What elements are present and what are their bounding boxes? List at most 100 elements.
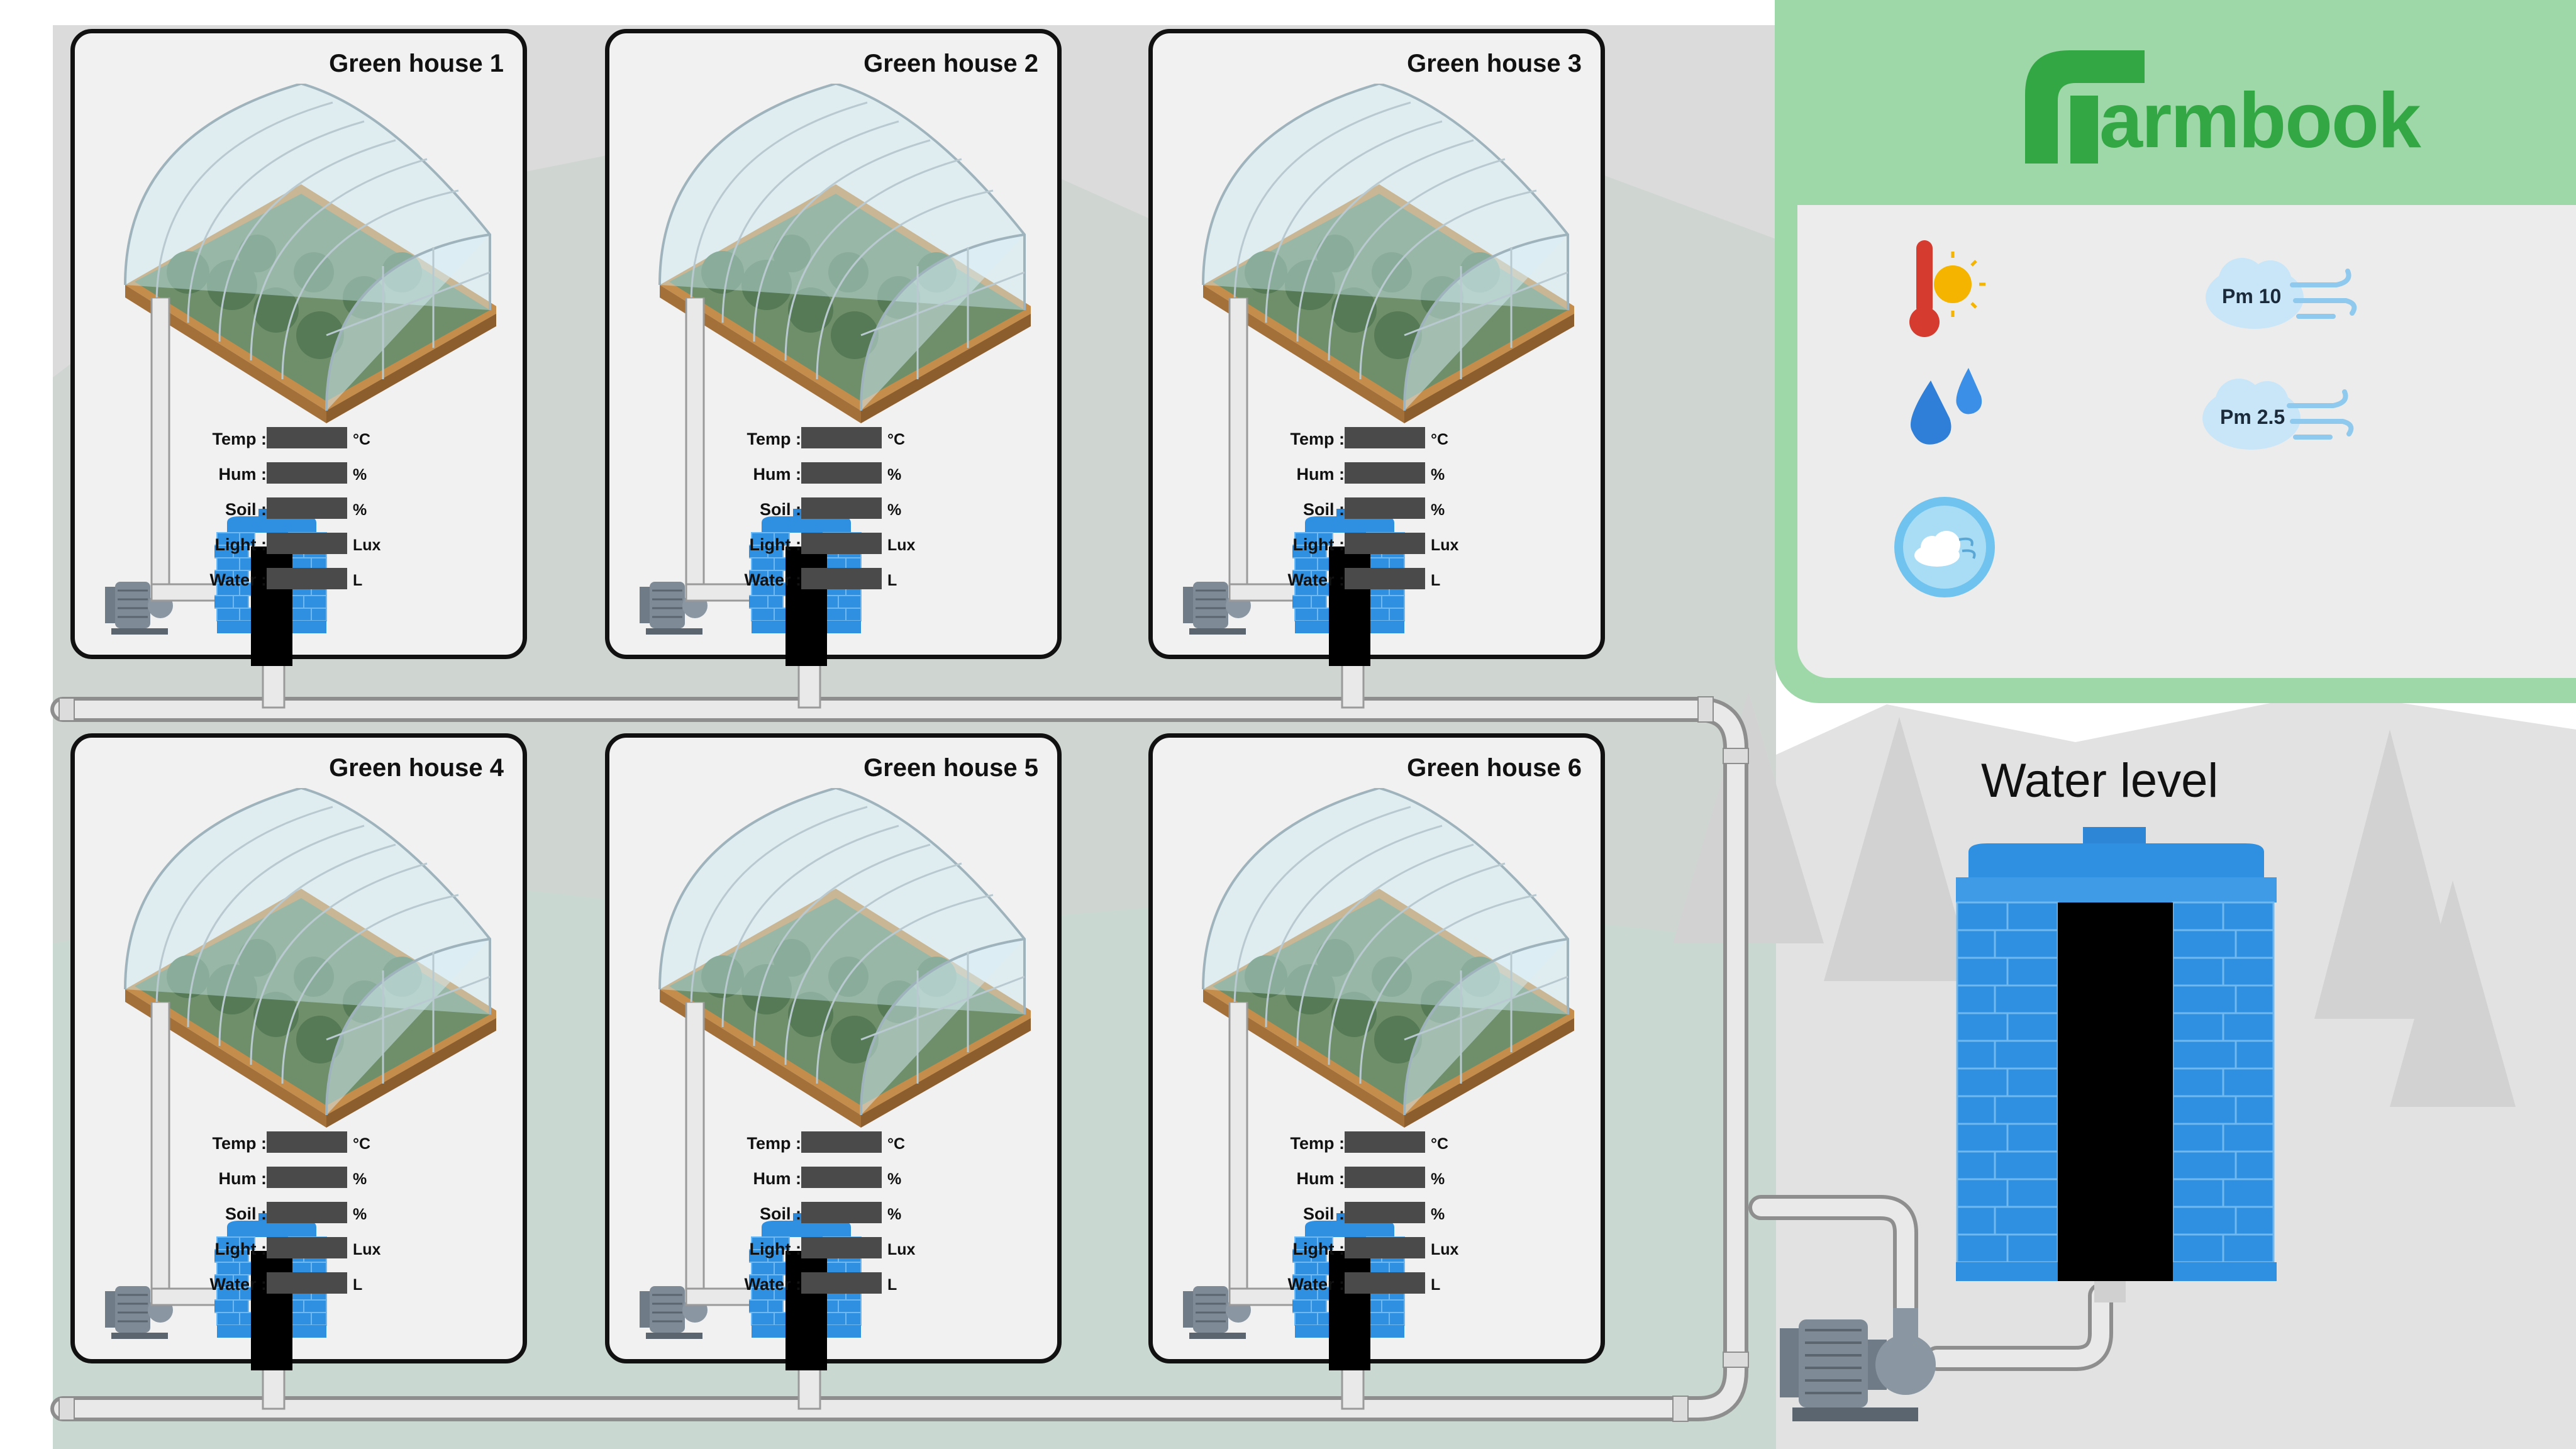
sensor-row-water: Water : L: [75, 1272, 531, 1300]
greenhouse-pump: [1183, 582, 1251, 635]
sensor-unit-light: Lux: [887, 536, 916, 554]
greenhouse-title: Green house 2: [863, 50, 1038, 77]
farmbook-logo: armbook: [2025, 50, 2421, 170]
sensor-unit-water: L: [353, 572, 363, 589]
sensor-value-box-light: [1345, 533, 1425, 554]
sensor-value-box-light: [267, 533, 347, 554]
greenhouse-card-1[interactable]: Green house 1: [70, 29, 527, 666]
main-water-tank: [1956, 827, 2277, 1302]
sensor-value-box-hum: [267, 1167, 347, 1188]
sensor-unit-hum: %: [887, 1170, 902, 1188]
sensor-row-water: Water : L: [1153, 1272, 1609, 1300]
sensor-label-soil: Soil :: [1303, 500, 1345, 519]
sensor-label-temp: Temp :: [212, 430, 267, 448]
greenhouse-title: Green house 6: [1407, 754, 1582, 782]
sensor-value-box-light: [801, 1237, 882, 1258]
sensor-row-hum: Hum : %: [1153, 1167, 1609, 1194]
sensor-unit-light: Lux: [1431, 536, 1459, 554]
sensor-row-hum: Hum : %: [1153, 462, 1609, 490]
sensor-unit-light: Lux: [353, 1241, 381, 1258]
sensor-label-light: Light :: [1292, 535, 1345, 554]
sensor-value-box-water: [801, 1272, 882, 1294]
greenhouse-pump: [640, 582, 708, 635]
sensor-unit-soil: %: [887, 501, 902, 519]
sensor-label-temp: Temp :: [212, 1134, 267, 1153]
greenhouse-card-3[interactable]: Green house 3: [1148, 29, 1605, 666]
greenhouse-water-tank: [1292, 509, 1405, 666]
sensor-row-soil: Soil : %: [1153, 1202, 1609, 1230]
sensor-value-box-hum: [1345, 1167, 1425, 1188]
greenhouse-title: Green house 5: [863, 754, 1038, 782]
sensor-row-soil: Soil : %: [609, 497, 1066, 525]
sensor-label-soil: Soil :: [225, 500, 267, 519]
sensor-row-light: Light : Lux: [75, 1237, 531, 1265]
sensor-label-temp: Temp :: [747, 430, 802, 448]
sensor-row-water: Water : L: [1153, 568, 1609, 596]
sensor-row-temp: Temp : °C: [1153, 1131, 1609, 1159]
sensor-unit-soil: %: [353, 501, 367, 519]
sensor-label-water: Water :: [209, 1275, 267, 1294]
sensor-row-light: Light : Lux: [609, 1237, 1066, 1265]
sensor-value-box-hum: [1345, 462, 1425, 484]
sensor-label-hum: Hum :: [1296, 1169, 1345, 1188]
greenhouse-card-4[interactable]: Green house 4: [70, 733, 527, 1370]
sensor-unit-hum: %: [353, 1170, 367, 1188]
sensor-label-soil: Soil :: [760, 500, 801, 519]
sensor-row-water: Water : L: [609, 568, 1066, 596]
sensor-value-box-temp: [801, 1131, 882, 1153]
sensor-value-box-soil: [1345, 497, 1425, 519]
sensor-unit-hum: %: [887, 466, 902, 484]
greenhouse-title: Green house 3: [1407, 50, 1582, 77]
greenhouse-pipe: [685, 297, 769, 602]
sensor-value-box-soil: [267, 497, 347, 519]
sensor-row-hum: Hum : %: [75, 1167, 531, 1194]
greenhouse-illustration: [124, 84, 496, 423]
pm25-icon: Pm 2.5: [2201, 368, 2358, 462]
sensor-value-box-temp: [267, 427, 347, 448]
greenhouse-illustration: [1202, 788, 1574, 1128]
sensor-label-water: Water :: [209, 570, 267, 589]
sensor-label-water: Water :: [744, 570, 801, 589]
sensor-label-temp: Temp :: [1290, 430, 1345, 448]
sensor-label-hum: Hum :: [753, 1169, 802, 1188]
sensor-value-box-hum: [801, 462, 882, 484]
sensor-value-box-hum: [267, 462, 347, 484]
sensor-unit-temp: °C: [1431, 1135, 1449, 1153]
sensor-unit-light: Lux: [887, 1241, 916, 1258]
greenhouse-card-5[interactable]: Green house 5: [605, 733, 1062, 1370]
greenhouse-card-6[interactable]: Green house 6: [1148, 733, 1605, 1370]
sensor-value-box-water: [267, 568, 347, 589]
sensor-label-soil: Soil :: [760, 1204, 801, 1223]
sensor-unit-temp: °C: [353, 431, 371, 448]
greenhouse-card-2[interactable]: Green house 2: [605, 29, 1062, 666]
logo-mark: [2025, 50, 2145, 164]
humidity-drops-icon: [1911, 368, 1982, 445]
sensor-label-soil: Soil :: [225, 1204, 267, 1223]
pm25-label: Pm 2.5: [2220, 406, 2285, 428]
sensor-row-temp: Temp : °C: [75, 1131, 531, 1159]
sensor-value-box-soil: [1345, 1202, 1425, 1223]
sensor-unit-temp: °C: [353, 1135, 371, 1153]
sensor-row-soil: Soil : %: [75, 1202, 531, 1230]
sensor-row-temp: Temp : °C: [1153, 427, 1609, 455]
sensor-label-hum: Hum :: [1296, 465, 1345, 484]
sensor-unit-water: L: [353, 1276, 363, 1294]
sensor-label-hum: Hum :: [753, 465, 802, 484]
sensor-label-water: Water :: [1287, 1275, 1345, 1294]
sensor-unit-soil: %: [1431, 501, 1445, 519]
sensor-unit-temp: °C: [887, 431, 906, 448]
greenhouse-pipe: [150, 297, 235, 602]
greenhouse-title: Green house 1: [329, 50, 504, 77]
greenhouse-pump: [105, 1286, 173, 1339]
sensor-value-box-temp: [1345, 427, 1425, 448]
sensor-unit-light: Lux: [1431, 1241, 1459, 1258]
sensor-row-light: Light : Lux: [75, 533, 531, 560]
sensor-label-light: Light :: [214, 535, 267, 554]
sensor-label-light: Light :: [1292, 1240, 1345, 1258]
sensor-value-box-soil: [267, 1202, 347, 1223]
sensor-unit-soil: %: [353, 1206, 367, 1223]
sensor-value-box-water: [801, 568, 882, 589]
wind-cloud-icon: [1894, 497, 1995, 597]
sensor-unit-hum: %: [353, 466, 367, 484]
